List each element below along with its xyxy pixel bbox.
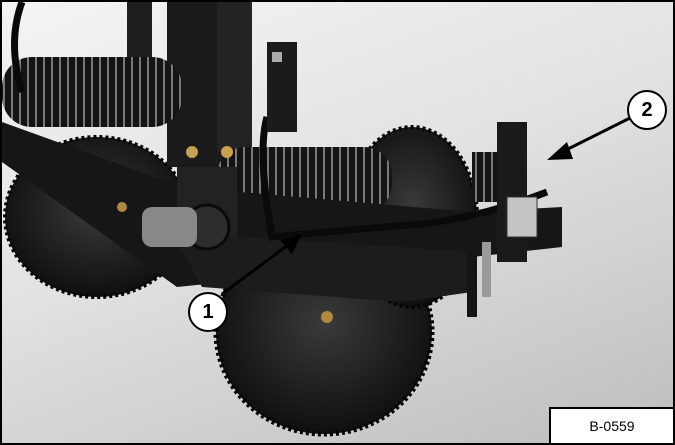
figure-id-label: B-0559	[549, 407, 673, 443]
callout-2-arrow	[561, 115, 633, 154]
callout-1: 1	[188, 292, 228, 332]
frame-beam	[2, 122, 562, 287]
right-bracket	[497, 122, 527, 262]
hose	[259, 116, 549, 241]
lower-arm	[172, 232, 472, 302]
spring-left	[2, 57, 182, 127]
gauge-plate	[506, 196, 538, 238]
hydraulic-cylinder	[142, 207, 197, 247]
callout-1-arrow	[221, 240, 293, 296]
callout-2: 2	[627, 90, 667, 130]
